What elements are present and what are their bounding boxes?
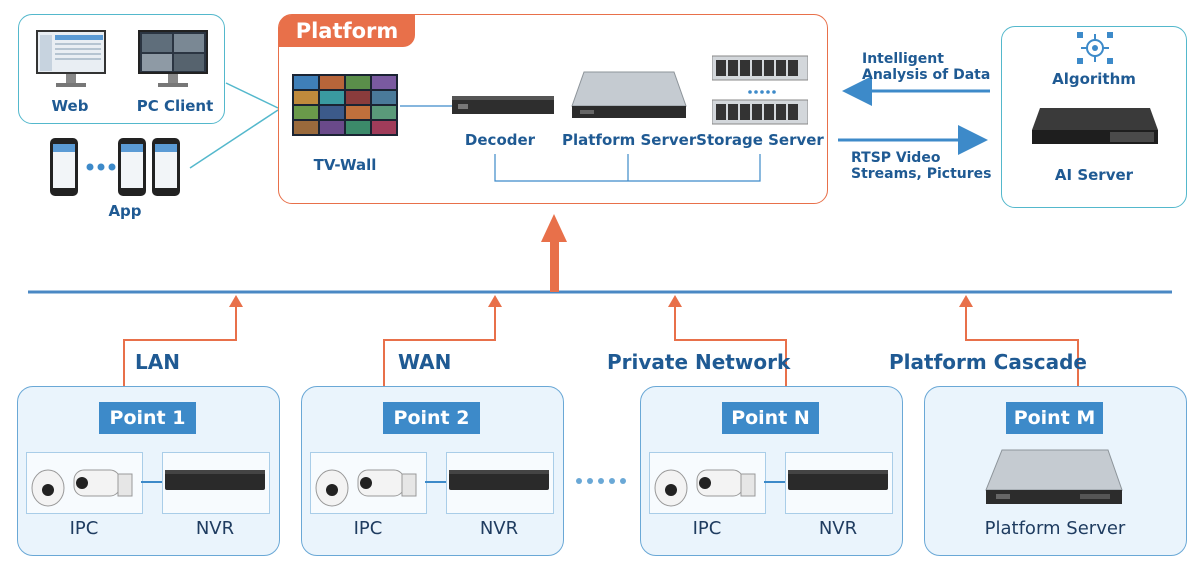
point-m-title: Point M xyxy=(1006,402,1103,434)
tv-wall-icon xyxy=(292,74,398,136)
private-uplink xyxy=(674,305,787,386)
point-n-nvr-icon xyxy=(788,470,888,490)
network-label-private: Private Network xyxy=(607,350,791,374)
point-2-link xyxy=(425,481,446,483)
point-1-nvr-label: NVR xyxy=(195,518,235,539)
point-n-title: Point N xyxy=(722,402,819,434)
decoder-icon xyxy=(452,96,554,114)
point-2-nvr-label: NVR xyxy=(479,518,519,539)
network-label-lan: LAN xyxy=(135,350,180,374)
algorithm-icon xyxy=(1077,32,1113,64)
ai-server-icon xyxy=(1032,108,1158,144)
point-1-title: Point 1 xyxy=(99,402,196,434)
point-2-camera-icon xyxy=(315,469,417,507)
lan-uplink xyxy=(123,305,237,386)
storage-server-label: Storage Server xyxy=(696,131,824,149)
point-2-ipc-label: IPC xyxy=(353,518,383,539)
point-1-camera-icon xyxy=(31,469,133,507)
app-to-platform-line xyxy=(189,109,279,169)
point-n-ipc-label: IPC xyxy=(692,518,722,539)
cascade-uplink xyxy=(965,305,1079,386)
ellipsis-dots xyxy=(576,478,626,484)
point-n-camera-icon xyxy=(654,469,756,507)
rtsp-label: RTSP Video Streams, Pictures xyxy=(851,150,992,182)
main-up-arrow-head xyxy=(541,214,567,242)
wan-uplink xyxy=(383,305,496,386)
point-n-nvr-label: NVR xyxy=(818,518,858,539)
analysis-label: Intelligent Analysis of Data xyxy=(862,51,991,83)
decoder-label: Decoder xyxy=(464,131,536,149)
point-2-title: Point 2 xyxy=(383,402,480,434)
algorithm-label: Algorithm xyxy=(1052,70,1136,88)
web-monitor-icon xyxy=(36,30,106,87)
point-2-nvr-icon xyxy=(449,470,549,490)
point-1-ipc-label: IPC xyxy=(69,518,99,539)
point-n-link xyxy=(764,481,785,483)
main-up-arrow-shaft xyxy=(550,238,559,292)
point-1-nvr-icon xyxy=(165,470,265,490)
storage-server-icon xyxy=(712,55,808,125)
ai-server-label: AI Server xyxy=(1054,166,1134,184)
pc-client-label: PC Client xyxy=(136,97,214,115)
app-phones-icon xyxy=(50,138,180,196)
tv-wall-label: TV-Wall xyxy=(313,156,377,174)
platform-server-icon xyxy=(571,71,687,118)
point-m-server-label: Platform Server xyxy=(984,518,1126,539)
pc-client-monitor-icon xyxy=(138,30,208,87)
point-1-link xyxy=(141,481,162,483)
web-to-platform-line xyxy=(225,82,279,109)
platform-server-label: Platform Server xyxy=(562,131,697,149)
network-label-wan: WAN xyxy=(398,350,452,374)
point-m-server-icon xyxy=(985,449,1123,504)
platform-title: Platform xyxy=(279,15,415,47)
network-label-cascade: Platform Cascade xyxy=(889,350,1087,374)
web-label: Web xyxy=(51,97,89,115)
app-label: App xyxy=(108,202,142,220)
platform-connectors xyxy=(400,105,761,182)
